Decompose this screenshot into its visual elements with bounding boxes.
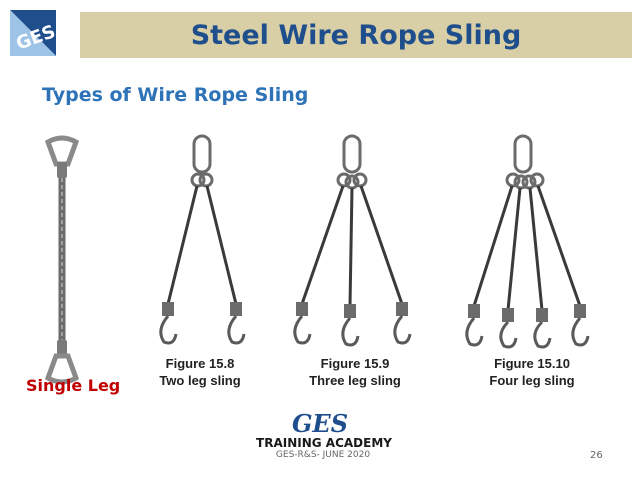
page-title: Steel Wire Rope Sling (190, 19, 522, 51)
figure-name: Three leg sling (309, 373, 401, 388)
two-leg-sling-image (159, 134, 246, 345)
figure-number: Figure 15.9 (320, 356, 390, 371)
figure-caption-four-leg: Figure 15.10 Four leg sling (472, 356, 592, 388)
three-leg-sling-image (293, 134, 412, 347)
four-leg-sling-image (465, 134, 590, 349)
single-leg-label: Single Leg (26, 376, 121, 395)
figure-name: Two leg sling (159, 373, 241, 388)
footer-brand: GES (292, 410, 348, 436)
title-bar: Steel Wire Rope Sling (80, 12, 632, 58)
figure-number: Figure 15.8 (165, 356, 235, 371)
figure-caption-three-leg: Figure 15.9 Three leg sling (300, 356, 410, 388)
section-subtitle: Types of Wire Rope Sling (42, 84, 309, 106)
single-leg-sling-image (44, 135, 80, 385)
figure-caption-two-leg: Figure 15.8 Two leg sling (150, 356, 250, 388)
figure-name: Four leg sling (489, 373, 575, 388)
footer-doc-code: GES-R&S- JUNE 2020 (275, 450, 371, 460)
footer-ges-logo: GES (292, 410, 348, 436)
training-academy-label: TRAINING ACADEMY (256, 436, 392, 450)
figure-number: Figure 15.10 (494, 356, 570, 371)
page-number: 26 (590, 450, 603, 461)
ges-logo: GES (6, 6, 60, 60)
